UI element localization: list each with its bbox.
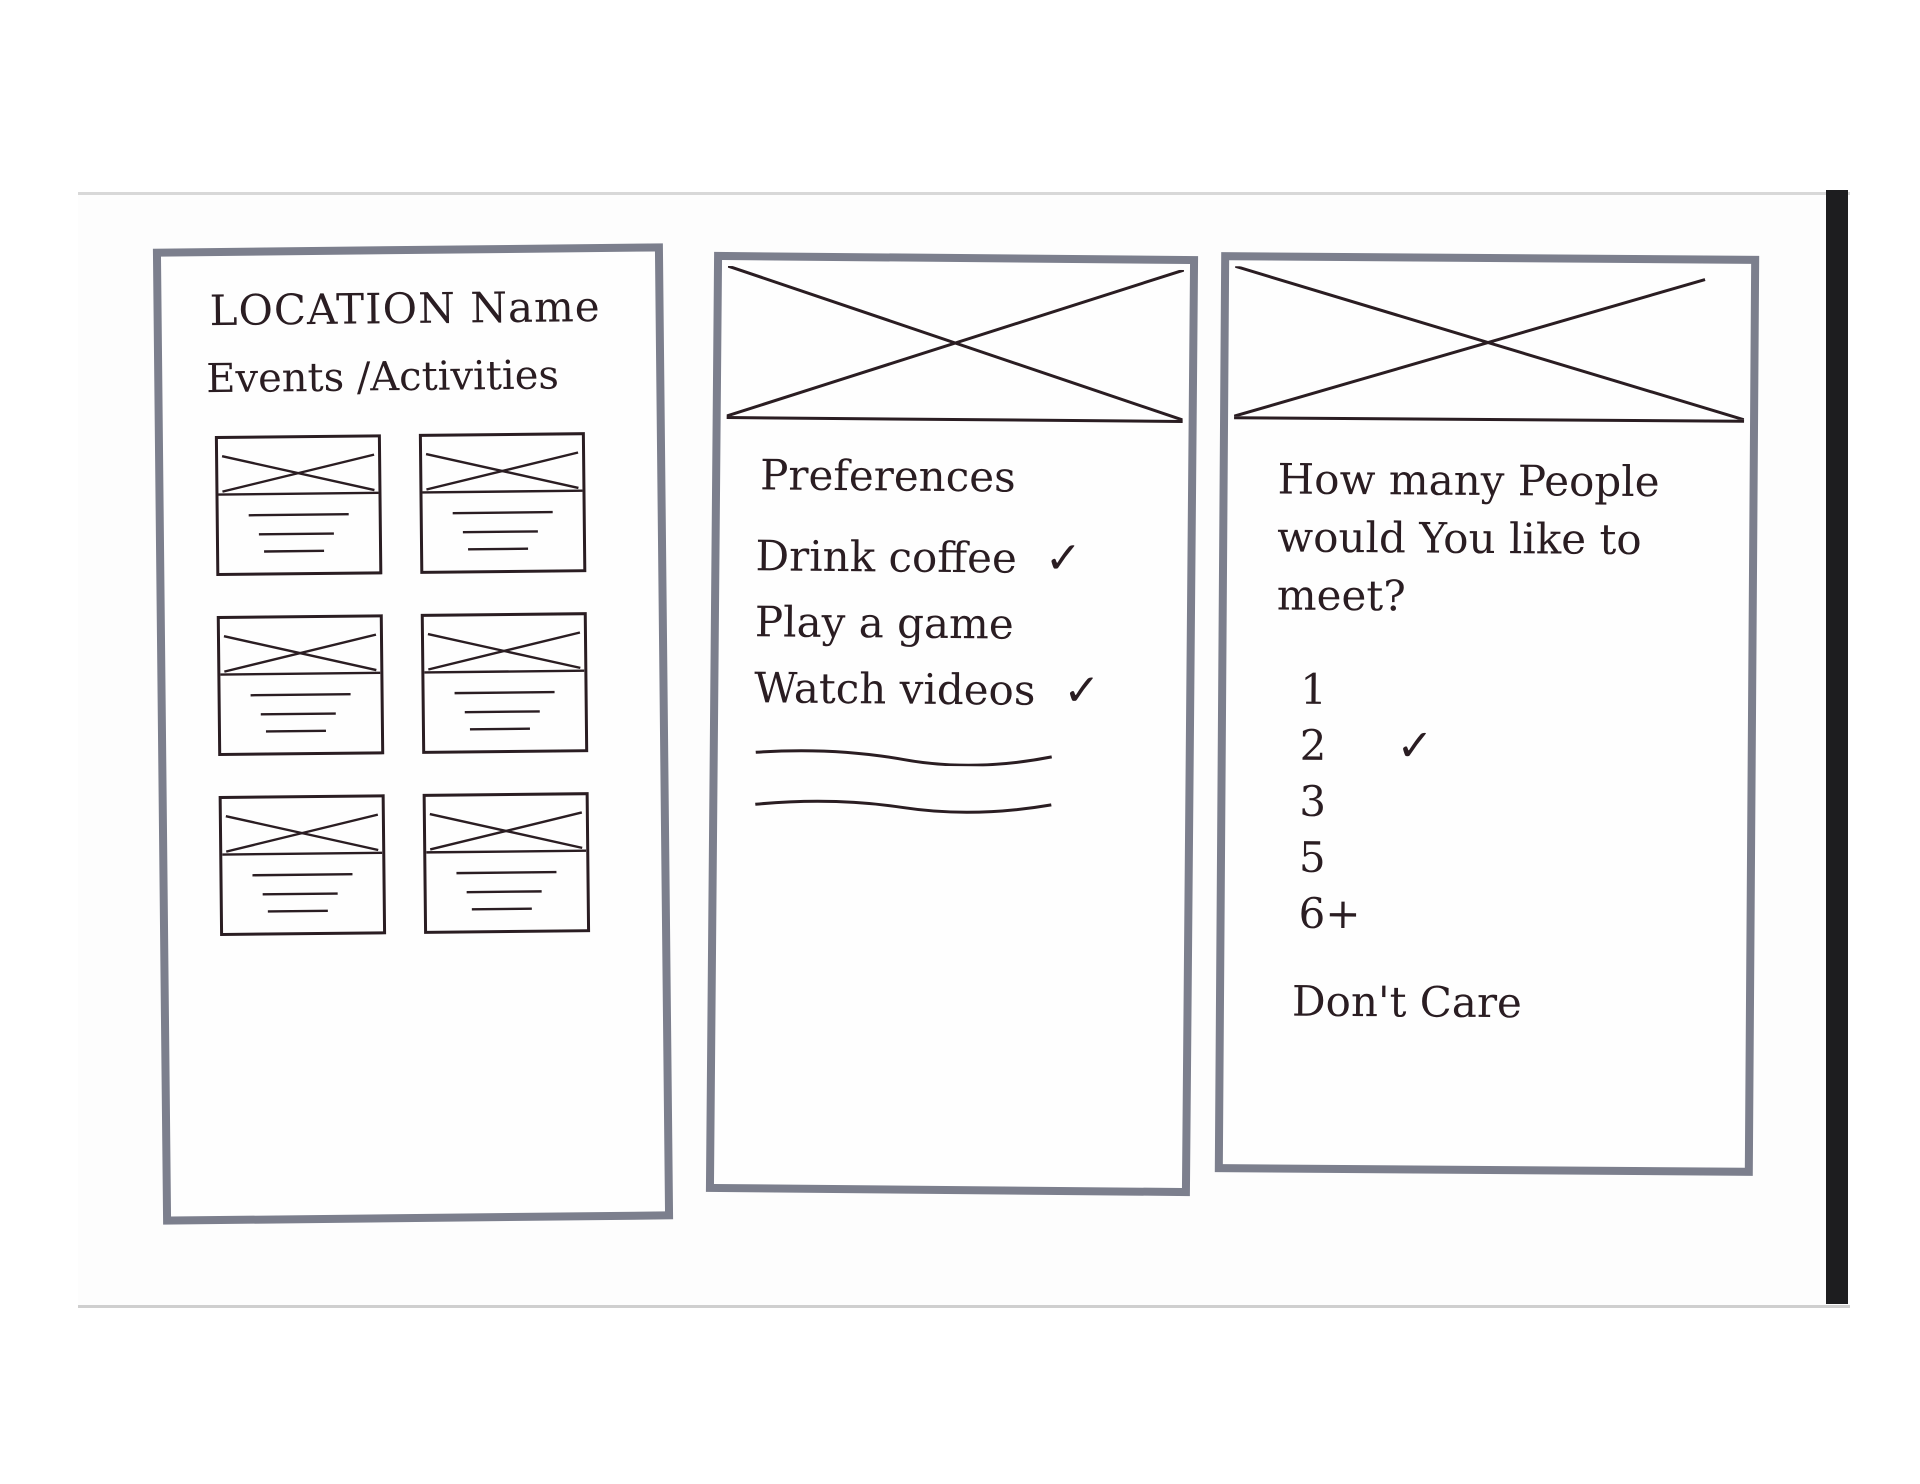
event-card[interactable] — [214, 434, 383, 577]
preference-option[interactable]: Drink coffee ✓ — [755, 522, 1102, 591]
group-size-question: How many People would You like to meet? — [1276, 454, 1660, 621]
group-size-label: 6+ — [1298, 888, 1361, 938]
group-size-option[interactable]: 5 — [1299, 829, 1433, 886]
placeholder-cross-icon — [422, 451, 583, 551]
preference-option[interactable]: Watch videos ✓ — [754, 654, 1101, 723]
preference-label: Drink coffee — [755, 530, 1018, 583]
placeholder-cross-icon — [222, 813, 383, 913]
group-size-option[interactable]: 1 — [1300, 661, 1434, 718]
checkmark-icon: ✓ — [1044, 532, 1082, 584]
group-size-label: 2 — [1299, 720, 1327, 770]
location-title: LOCATION Name — [209, 282, 601, 336]
phone-frame-group-size: How many People would You like to meet? … — [1214, 252, 1760, 1176]
placeholder-cross-icon — [726, 264, 1185, 422]
events-activities-heading: Events /Activities — [206, 352, 560, 403]
event-card[interactable] — [418, 432, 587, 574]
group-size-option[interactable]: 3 — [1299, 773, 1433, 830]
preference-label: Watch videos — [754, 662, 1036, 715]
placeholder-cross-icon — [424, 631, 585, 731]
preference-label: Play a game — [754, 596, 1014, 649]
placeholder-cross-icon — [426, 811, 587, 911]
image-placeholder — [1233, 264, 1746, 423]
phone-frame-location: LOCATION Name Events /Activities — [152, 243, 674, 1225]
event-card[interactable] — [216, 614, 385, 757]
placeholder-cross-icon — [1233, 264, 1745, 422]
group-size-option[interactable]: 2✓ — [1300, 717, 1434, 774]
placeholder-cross-icon — [218, 453, 379, 553]
group-size-label: 1 — [1300, 664, 1328, 714]
option-dont-care[interactable]: Don't Care — [1291, 976, 1523, 1028]
event-card[interactable] — [422, 792, 591, 934]
paper-edge — [1826, 190, 1848, 1304]
preferences-title: Preferences — [759, 450, 1016, 502]
event-card[interactable] — [420, 612, 589, 754]
group-size-label: 3 — [1299, 776, 1327, 826]
group-size-option[interactable]: 6+ — [1298, 885, 1432, 942]
event-card-grid — [214, 432, 591, 937]
placeholder-line — [755, 749, 1053, 767]
placeholder-line — [755, 799, 1052, 814]
checkmark-icon: ✓ — [1063, 664, 1101, 716]
checkmark-icon: ✓ — [1396, 719, 1434, 772]
event-card[interactable] — [218, 794, 387, 937]
image-placeholder — [726, 264, 1185, 424]
placeholder-cross-icon — [220, 633, 381, 733]
group-size-label: 5 — [1298, 832, 1326, 882]
preference-option[interactable]: Play a game — [755, 588, 1102, 657]
